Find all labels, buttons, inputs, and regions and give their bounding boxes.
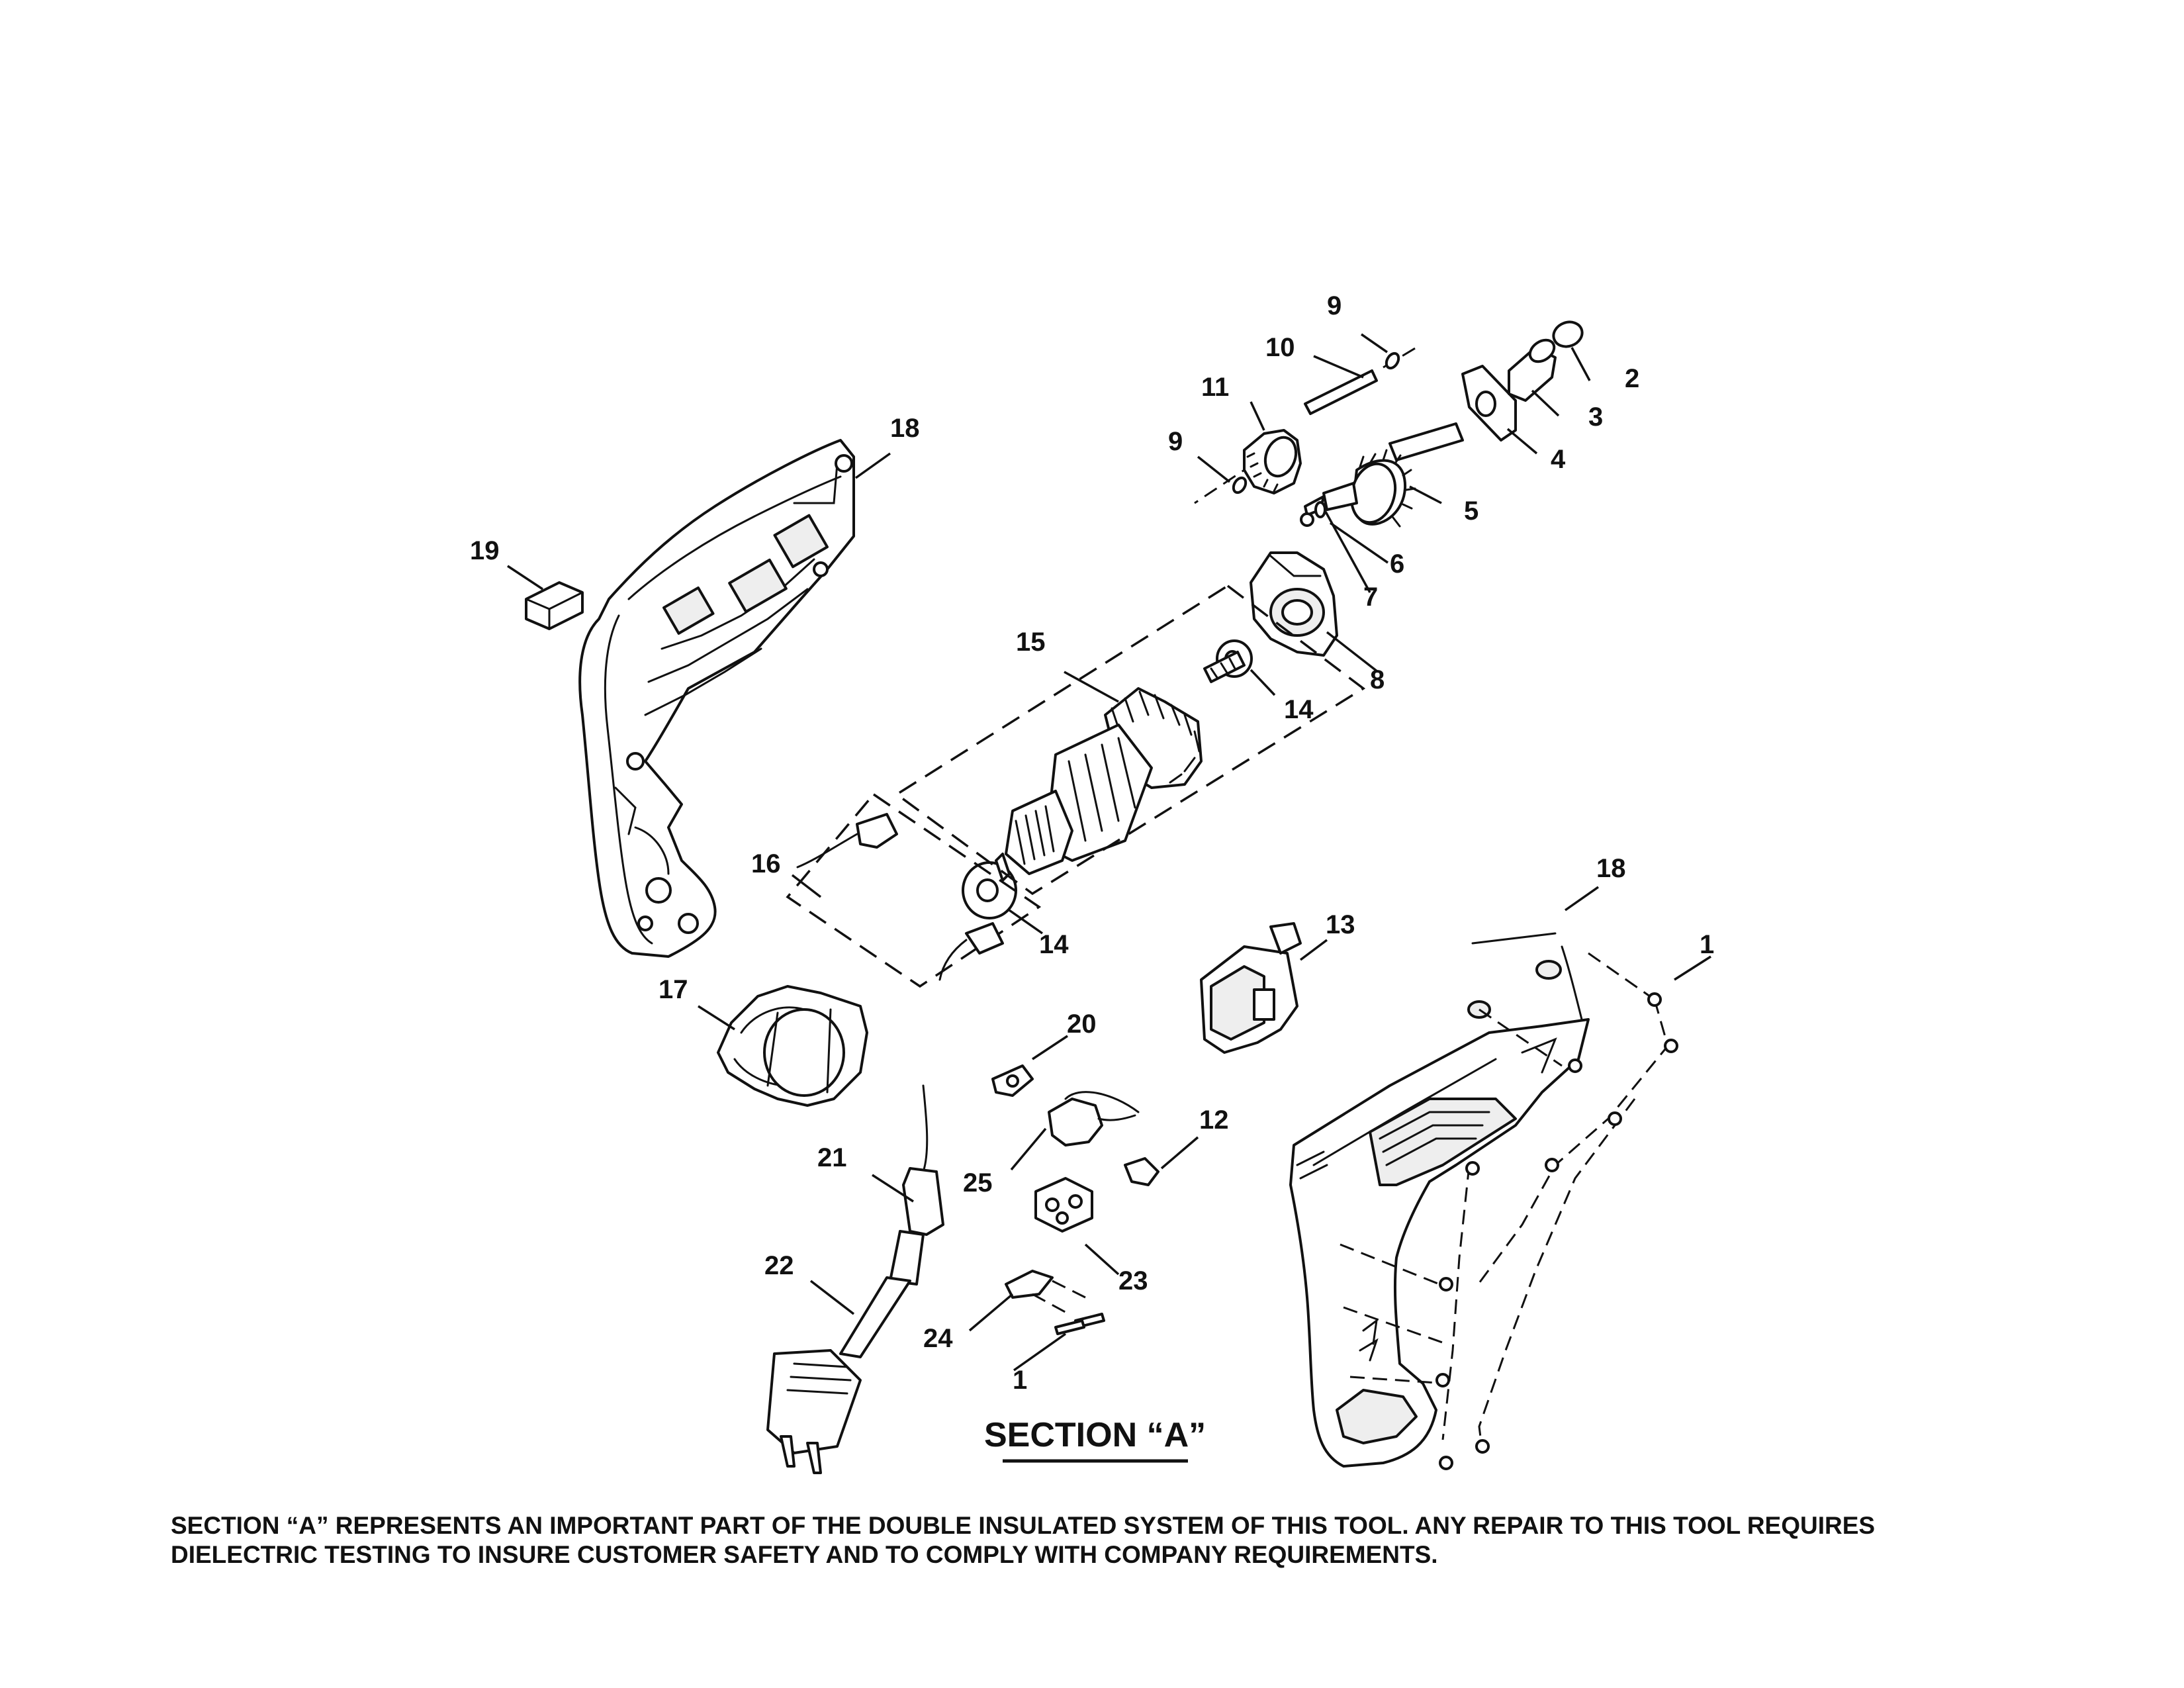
brush-holder-16 (796, 813, 898, 868)
part-23 (1034, 1177, 1093, 1233)
callout-22: 22 (764, 1251, 794, 1280)
switch-13 (1200, 922, 1302, 1054)
power-cord-22 (766, 1084, 944, 1474)
callout-10: 10 (1265, 333, 1295, 362)
retaining-ring-9-left (1232, 476, 1248, 494)
right-housing-half (1289, 932, 1590, 1468)
bearing-plate-4 (1461, 365, 1517, 442)
note-line-1: SECTION “A” REPRESENTS AN IMPORTANT PART… (171, 1512, 1876, 1539)
part-20 (991, 1064, 1034, 1097)
section-a-outline (786, 792, 1042, 988)
callout-19: 19 (470, 536, 500, 565)
part-19 (525, 581, 584, 630)
callout-17: 17 (659, 975, 688, 1004)
brush-holder-lower (938, 922, 1004, 981)
part-7 (1314, 501, 1326, 518)
field-17 (717, 985, 868, 1107)
callout-3: 3 (1588, 402, 1603, 432)
callout-16: 16 (751, 849, 781, 878)
callout-5: 5 (1464, 496, 1479, 526)
callout-9-top: 9 (1327, 291, 1342, 320)
callout-18-right: 18 (1596, 854, 1626, 883)
part-12 (1124, 1157, 1160, 1186)
armature-15 (995, 651, 1246, 882)
callout-23: 23 (1118, 1266, 1148, 1295)
callout-6: 6 (1390, 549, 1404, 579)
retaining-ring-9-top (1385, 352, 1400, 370)
part-25 (1048, 1091, 1140, 1147)
callout-1-right: 1 (1700, 930, 1714, 959)
callout-14-bottom: 14 (1039, 930, 1069, 959)
ring-2 (1552, 320, 1584, 348)
note-line-2: DIELECTRIC TESTING TO INSURE CUSTOMER SA… (171, 1541, 1438, 1568)
callout-15: 15 (1016, 628, 1046, 657)
bearing-3 (1508, 338, 1557, 402)
callout-24: 24 (923, 1324, 953, 1353)
callout-20: 20 (1067, 1009, 1097, 1039)
dielectric-testing-note: SECTION “A” REPRESENTS AN IMPORTANT PART… (171, 1511, 2090, 1570)
callout-labels: 18 19 9 10 11 9 2 3 4 5 6 7 8 14 15 16 1… (470, 291, 1714, 1395)
callout-21: 21 (817, 1143, 847, 1172)
callout-14-right: 14 (1284, 695, 1314, 724)
callout-4: 4 (1551, 445, 1566, 474)
part-6 (1300, 512, 1314, 527)
callout-leaders (507, 333, 1711, 1372)
gear-11 (1243, 429, 1302, 494)
callout-12: 12 (1199, 1105, 1229, 1135)
armature-group-outline (894, 584, 1366, 896)
spindle-gear-5 (1304, 422, 1464, 528)
section-a-title: SECTION “A” (984, 1416, 1206, 1454)
screws-1-bottom (1054, 1313, 1105, 1335)
callout-1-bottom: 1 (1013, 1366, 1027, 1395)
callout-8: 8 (1370, 665, 1385, 694)
gear-case-8 (1250, 551, 1338, 657)
screws-1-right (1340, 952, 1678, 1470)
callout-13: 13 (1326, 910, 1355, 939)
callout-7: 7 (1363, 583, 1378, 612)
callout-18-left: 18 (890, 414, 920, 443)
part-24 (1005, 1270, 1086, 1315)
section-a-heading: SECTION “A” (984, 1416, 1206, 1463)
callout-25: 25 (963, 1168, 993, 1197)
callout-11: 11 (1201, 373, 1229, 402)
callout-9-left: 9 (1168, 427, 1183, 456)
callout-2: 2 (1625, 364, 1639, 393)
left-housing-half (578, 439, 855, 958)
